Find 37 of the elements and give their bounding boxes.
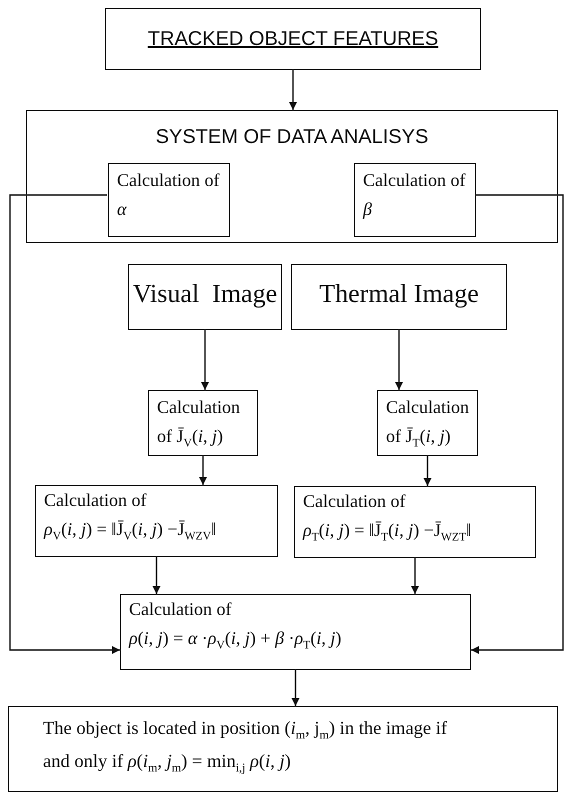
box-text: Calculation of J̄$_{V}$(i, j) — [156, 396, 241, 452]
heading-box — [105, 8, 481, 70]
box-text: Calculation of α — [116, 169, 220, 221]
arrow — [471, 194, 564, 654]
formula-text: ρ$_{T}$(i, j) = ‖J̄$_{T}$(i, j) −J̄$_{WZT}$‖ — [302, 518, 472, 546]
arrow — [199, 456, 207, 485]
process-box — [128, 264, 282, 330]
box-text: Visual Image — [132, 278, 278, 310]
box-text: TRACKED OBJECT FEATURES — [146, 27, 440, 52]
formula-text: ρ(i, j) = α ·ρ$_{V}$(i, j) + β ·ρ$_{T}$(i, j) — [128, 626, 342, 654]
container-title: SYSTEM OF DATA ANALISYS — [154, 125, 430, 150]
box-text: Thermal Image — [318, 278, 480, 310]
process-box — [377, 390, 478, 456]
arrow — [152, 557, 160, 594]
system-container — [26, 110, 558, 243]
process-box — [354, 163, 476, 237]
process-box — [291, 264, 507, 330]
process-box — [108, 163, 230, 237]
arrow — [289, 70, 297, 110]
arrow — [201, 330, 209, 390]
box-heading: Calculation of — [128, 598, 232, 621]
process-box — [148, 390, 258, 456]
process-box — [120, 594, 471, 670]
process-box — [294, 486, 536, 558]
box-heading: Calculation of — [302, 490, 406, 513]
result-box — [8, 706, 558, 792]
arrow — [395, 330, 403, 390]
arrow — [9, 194, 120, 654]
formula-text: ρ$_{V}$(i, j) = ‖J̄$_{V}$(i, j) −J̄$_{WZV}$‖ — [42, 518, 218, 544]
box-heading: Calculation of — [43, 489, 148, 512]
box-text: Calculation of J̄$_{T}$(i, j) — [385, 396, 470, 452]
box-text: The object is located in position (i$_{m}$, j$_{m}$) in the image if and only if ρ(i$_{m}$, j$_{m}$) = min$_{i,j}$ ρ(i, j) — [42, 718, 448, 776]
process-box — [35, 485, 278, 557]
arrow — [292, 670, 300, 706]
box-text: Calculation of β — [362, 169, 466, 221]
arrow — [411, 558, 419, 594]
arrow — [424, 456, 432, 486]
